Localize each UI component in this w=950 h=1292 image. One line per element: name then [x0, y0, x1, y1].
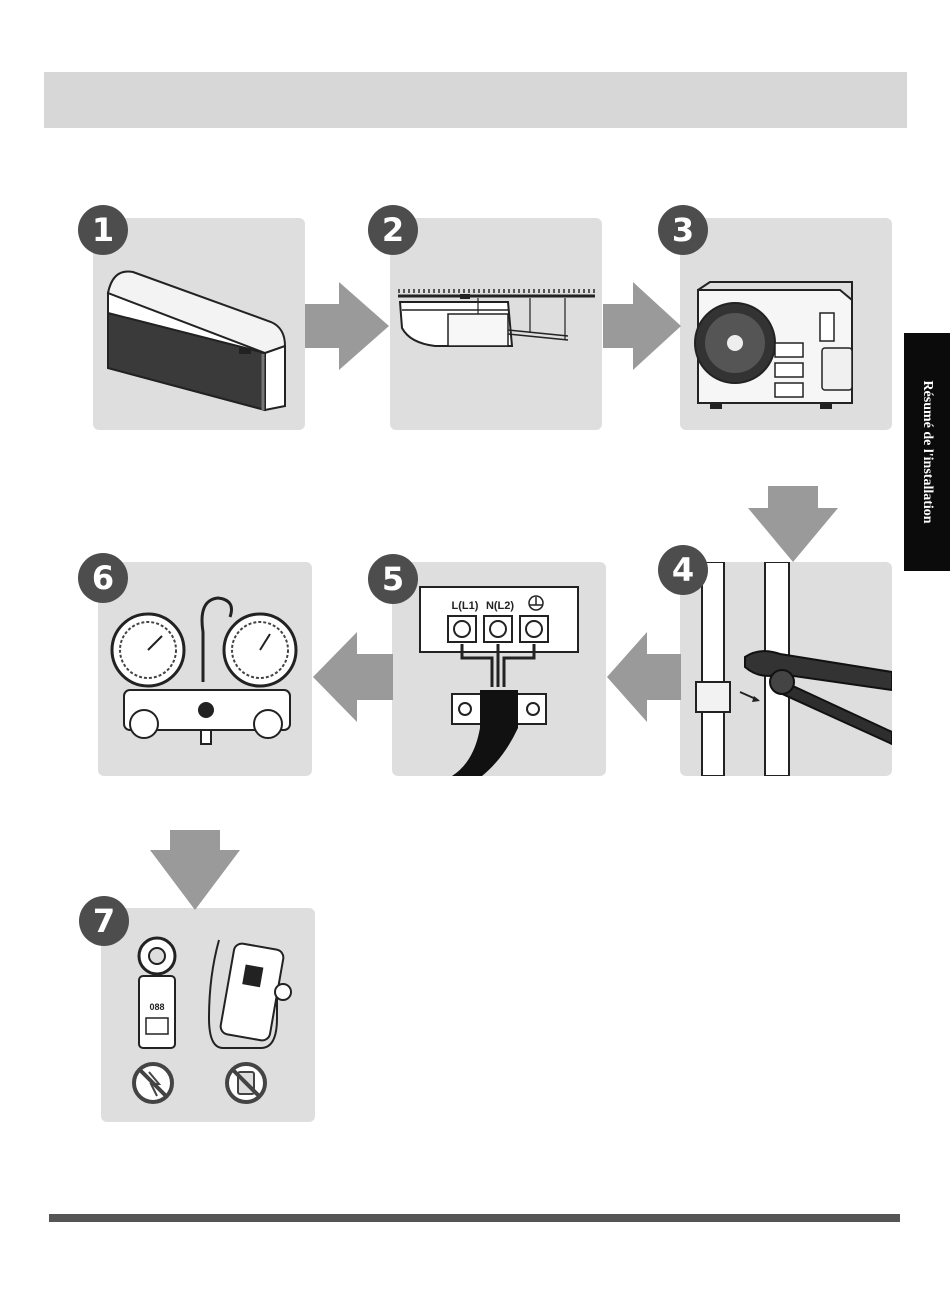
- step-2-badge: 2: [368, 205, 418, 255]
- step-7-badge: 7: [79, 896, 129, 946]
- step-4-panel: [680, 562, 892, 776]
- step-1-badge: 1: [78, 205, 128, 255]
- step-3-badge: 3: [658, 205, 708, 255]
- side-tab: Résumé de l'installation: [904, 333, 950, 571]
- step-5-badge: 5: [368, 554, 418, 604]
- svg-text:088: 088: [149, 1002, 164, 1012]
- step-7-panel: 088: [101, 908, 315, 1122]
- terminal-label-l: L(L1): [452, 600, 479, 612]
- arrow-right-1-to-2: [305, 282, 389, 370]
- footer-rule: [49, 1214, 900, 1222]
- pipe-wrench-icon: [680, 562, 892, 776]
- manifold-gauge-icon: [98, 562, 312, 776]
- ceiling-mounted-unit-icon: [390, 218, 602, 430]
- indoor-unit-icon: [93, 218, 305, 430]
- step-3-panel: [680, 218, 892, 430]
- step-2-panel: [390, 218, 602, 430]
- arrow-left-4-to-5: [607, 632, 681, 722]
- step-6-badge: 6: [78, 553, 128, 603]
- no-spark-icon: [134, 1064, 172, 1102]
- step-1-panel: [93, 218, 305, 430]
- terminal-block-icon: L(L1) N(L2): [392, 562, 606, 776]
- side-tab-label: Résumé de l'installation: [919, 380, 935, 523]
- step-5-panel: L(L1) N(L2): [392, 562, 606, 776]
- arrow-right-2-to-3: [603, 282, 681, 370]
- terminal-label-n: N(L2): [486, 600, 514, 612]
- arrow-down-6-to-7: [150, 830, 240, 910]
- clamp-meter-and-leak-detector-icon: 088: [101, 908, 315, 1122]
- arrow-left-5-to-6: [313, 632, 393, 722]
- step-4-badge: 4: [658, 545, 708, 595]
- outdoor-unit-icon: [680, 218, 892, 430]
- header-bar: [44, 72, 907, 128]
- arrow-down-3-to-4: [748, 486, 838, 562]
- step-6-panel: [98, 562, 312, 776]
- no-phone-icon: [227, 1064, 265, 1102]
